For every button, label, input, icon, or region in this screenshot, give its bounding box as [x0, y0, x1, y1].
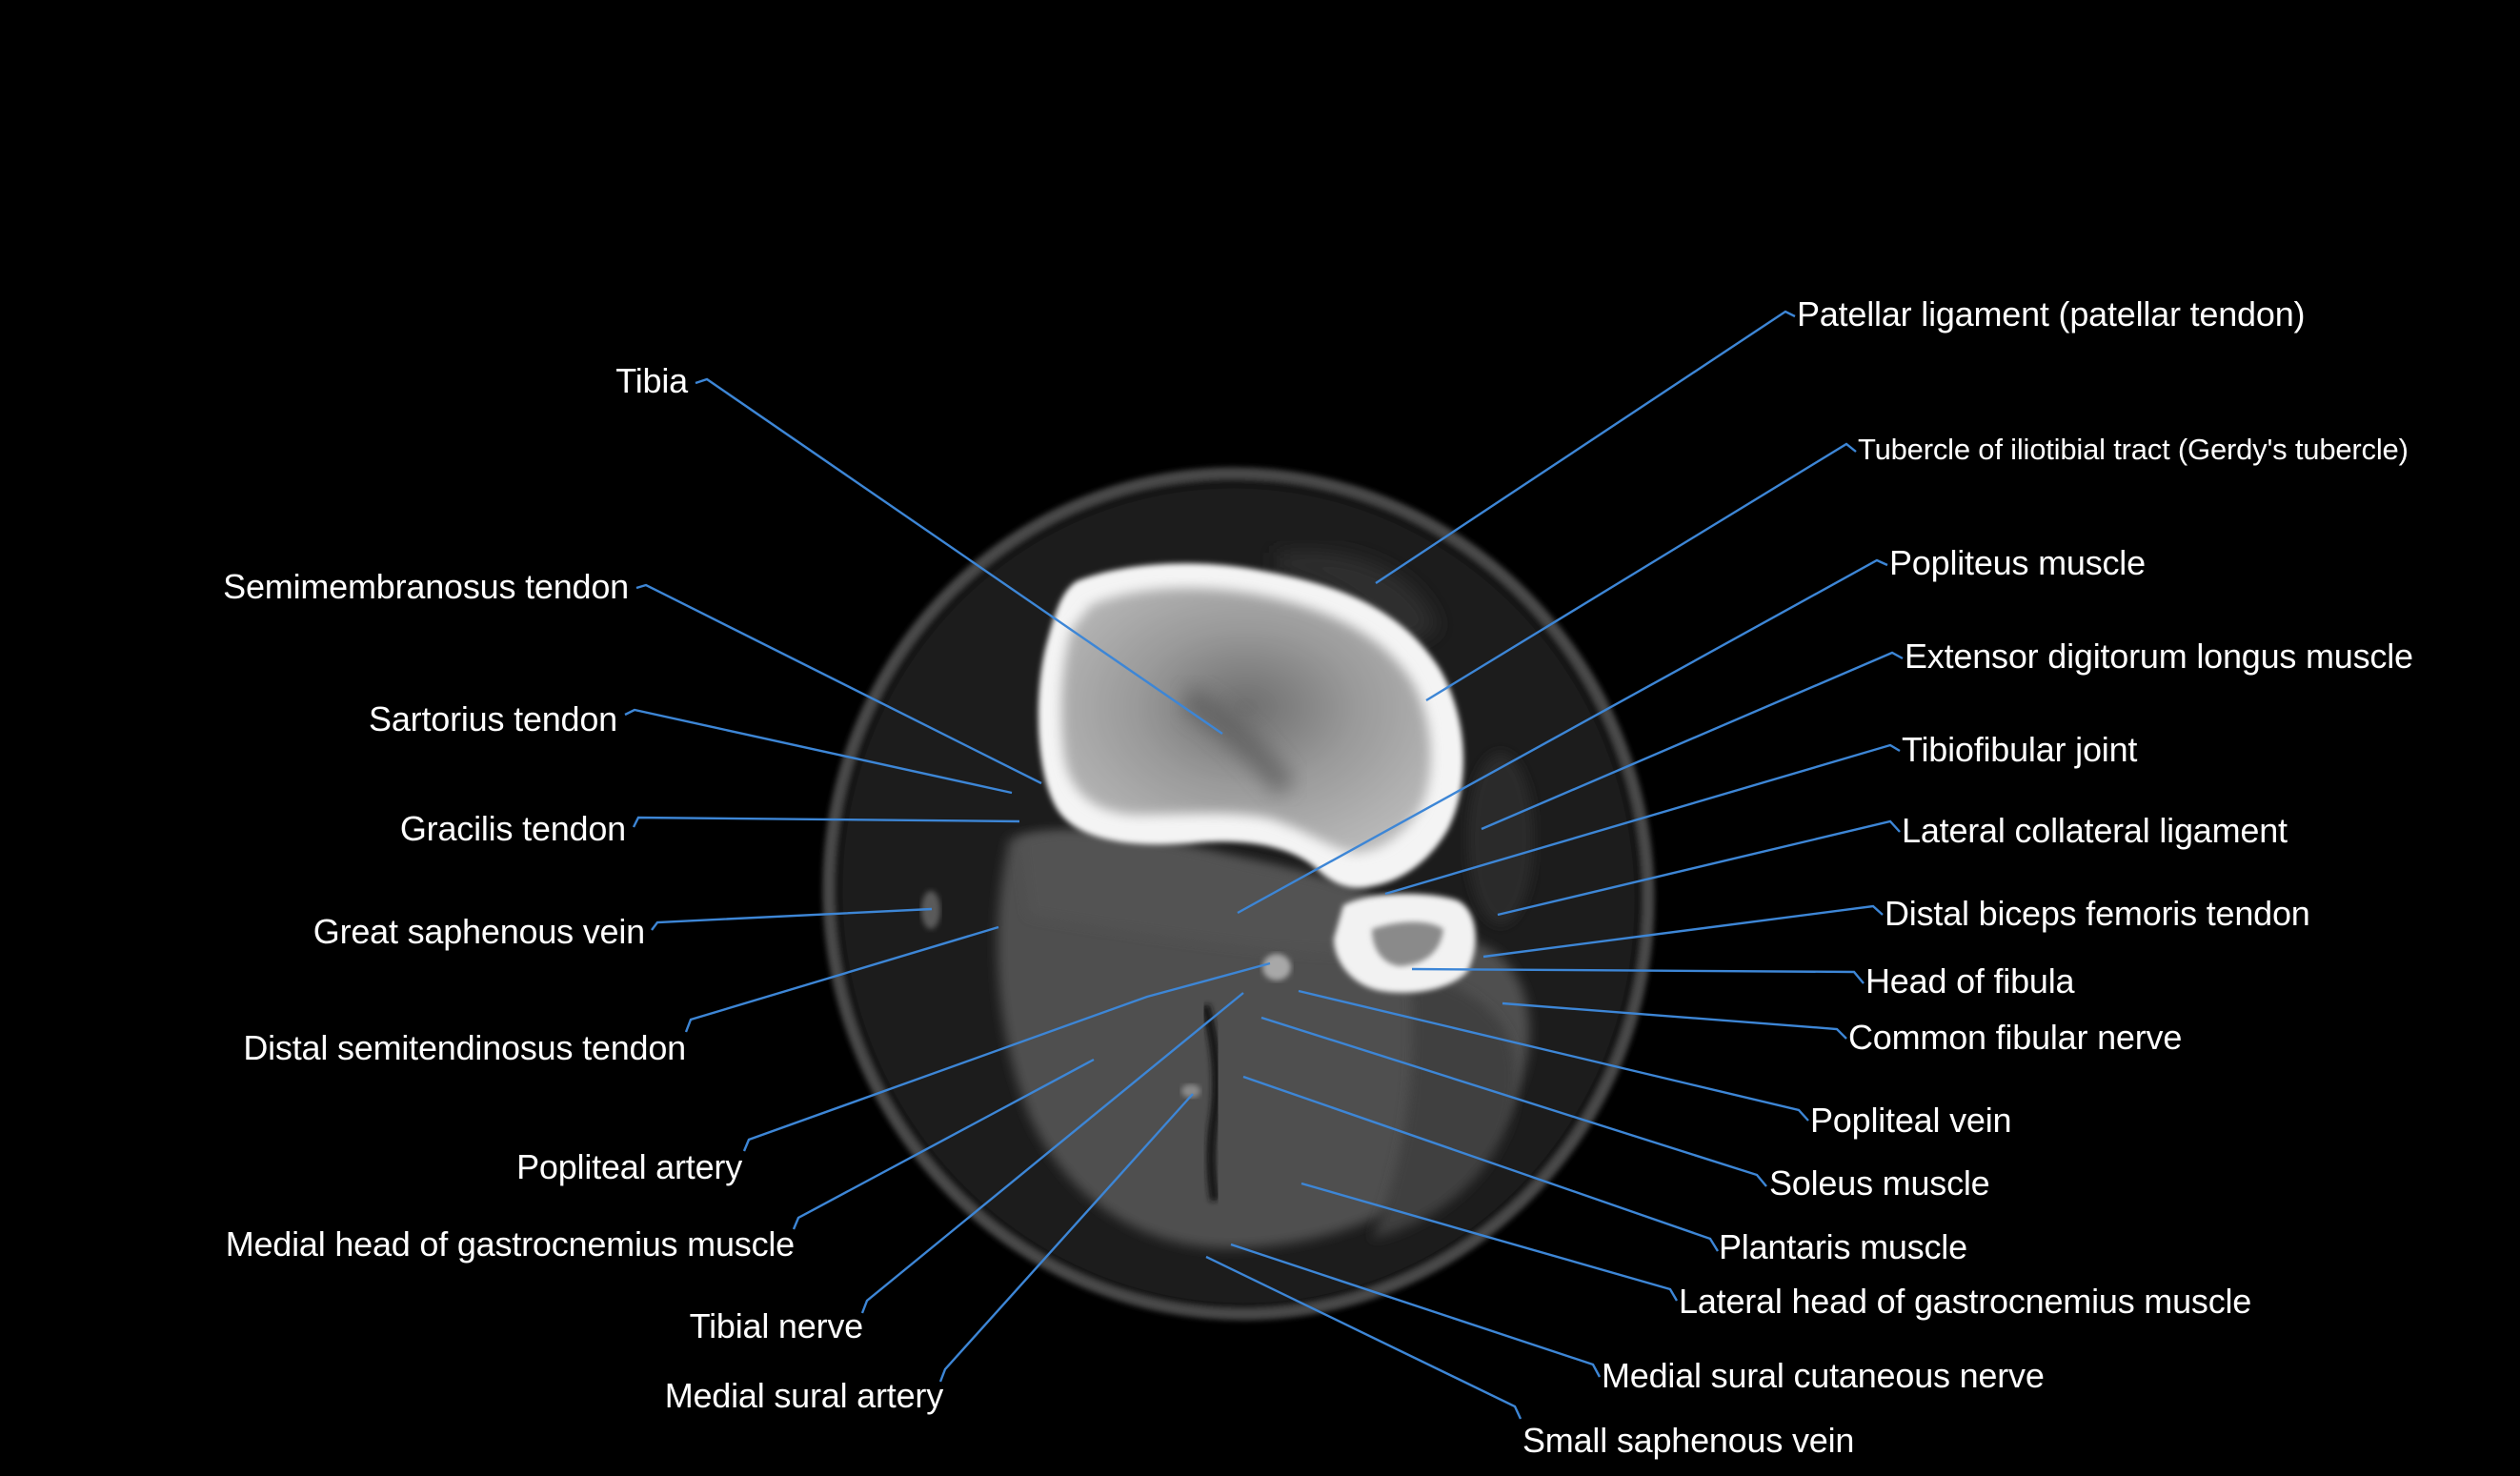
leader-lateral-gastrocnemius: [1300, 1182, 1679, 1302]
leader-lines: [624, 310, 1904, 1420]
label-tibiofibular-joint: Tibiofibular joint: [1902, 730, 2138, 769]
leader-semimembranosus: [635, 583, 1042, 785]
label-medial-sural-artery: Medial sural artery: [664, 1376, 944, 1415]
tibia-marrow: [1061, 588, 1431, 853]
medial-sural-artery-blob: [1181, 1084, 1200, 1098]
label-distal-semitendinosus-tendon: Distal semitendinosus tendon: [243, 1028, 686, 1067]
leader-gerdy: [1425, 442, 1857, 702]
leader-patellar: [1375, 310, 1796, 585]
leader-medial-gastrocnemius: [792, 1058, 1095, 1230]
label-popliteal-vein: Popliteal vein: [1810, 1101, 2012, 1140]
popliteal-artery-blob: [1262, 954, 1291, 981]
leader-medial-sural-cutaneous: [1230, 1243, 1602, 1378]
label-distal-biceps-femoris: Distal biceps femoris tendon: [1885, 894, 2310, 933]
leader-tibia: [695, 377, 1223, 735]
lateral-muscle: [1372, 972, 1517, 1239]
leader-popliteal-artery: [742, 961, 1271, 1152]
label-patellar-ligament: Patellar ligament (patellar tendon): [1797, 294, 2306, 334]
leader-popliteus: [1237, 558, 1888, 915]
label-great-saphenous-vein: Great saphenous vein: [312, 912, 645, 951]
leader-soleus: [1260, 1016, 1767, 1187]
label-gracilis-tendon: Gracilis tendon: [399, 809, 626, 848]
label-head-of-fibula: Head of fibula: [1865, 961, 2075, 1001]
leader-lcl: [1497, 819, 1901, 917]
leader-common-fibular: [1502, 1001, 1847, 1040]
leader-tibiofibular: [1384, 743, 1901, 896]
leader-great-saphenous: [651, 907, 933, 931]
leader-sartorius: [624, 708, 1013, 795]
label-tibial-nerve: Tibial nerve: [689, 1306, 864, 1345]
leader-tibial-nerve: [860, 992, 1244, 1314]
label-small-saphenous-vein: Small saphenous vein: [1522, 1421, 1855, 1460]
leader-edl: [1481, 651, 1904, 831]
leader-small-saphenous: [1205, 1255, 1522, 1420]
tibia-trabecular-dark: [1181, 686, 1296, 796]
label-soleus-muscle: Soleus muscle: [1769, 1163, 1990, 1203]
intermuscular-septum: [1200, 1003, 1221, 1202]
label-sartorius-tendon: Sartorius tendon: [369, 699, 617, 738]
label-plantaris-muscle: Plantaris muscle: [1719, 1227, 1967, 1266]
leader-semitendinosus: [684, 925, 999, 1033]
label-popliteus-muscle: Popliteus muscle: [1889, 543, 2146, 582]
label-extensor-digitorum-longus: Extensor digitorum longus muscle: [1905, 637, 2413, 676]
label-common-fibular-nerve: Common fibular nerve: [1848, 1018, 2183, 1057]
fibula-head-marrow: [1372, 921, 1443, 966]
leader-gracilis: [632, 816, 1020, 828]
leader-fibula-head: [1411, 967, 1865, 984]
label-semimembranosus-tendon: Semimembranosus tendon: [223, 567, 629, 606]
leader-popliteal-vein: [1298, 989, 1809, 1122]
lateral-soft-tissue: [1467, 753, 1534, 924]
label-tibia: Tibia: [615, 361, 688, 400]
label-gerdys-tubercle: Tubercle of iliotibial tract (Gerdy's tu…: [1858, 433, 2409, 466]
label-lateral-collateral-ligament: Lateral collateral ligament: [1902, 811, 2288, 850]
leader-biceps-femoris: [1482, 904, 1884, 959]
leader-plantaris: [1242, 1075, 1720, 1252]
leader-medial-sural-artery: [938, 1093, 1194, 1383]
label-medial-head-gastrocnemius: Medial head of gastrocnemius muscle: [225, 1224, 796, 1264]
label-medial-sural-cutaneous-nerve: Medial sural cutaneous nerve: [1602, 1356, 2045, 1395]
label-popliteal-artery: Popliteal artery: [516, 1147, 742, 1186]
muscle-upper-band: [1019, 830, 1401, 953]
label-lateral-head-gastrocnemius: Lateral head of gastrocnemius muscle: [1679, 1282, 2252, 1321]
